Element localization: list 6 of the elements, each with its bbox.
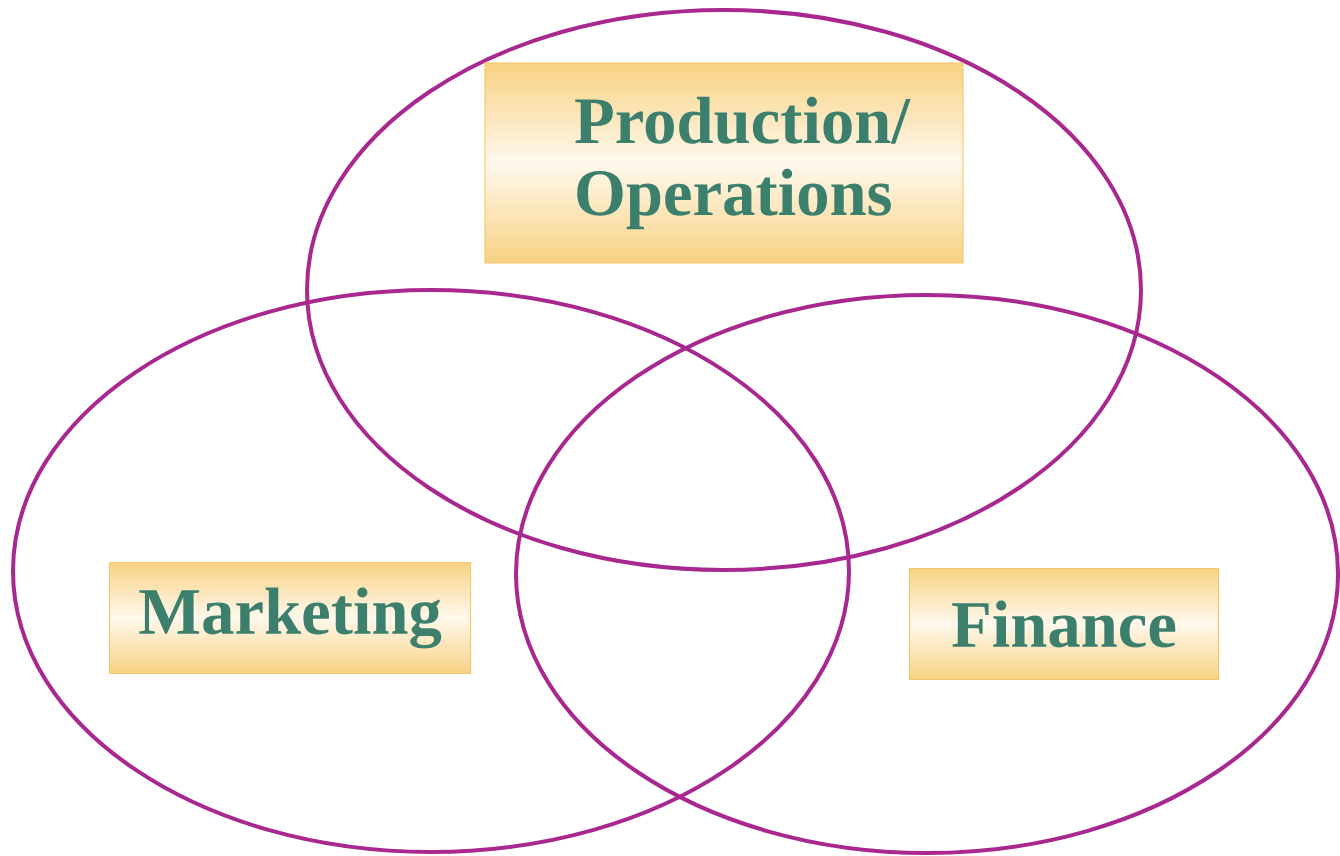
ellipse-outline xyxy=(514,293,1340,855)
label-box: Production/ Operations xyxy=(484,62,964,264)
ellipse-outline xyxy=(305,8,1143,572)
label-box: Marketing xyxy=(108,562,472,674)
label-box: Finance xyxy=(908,568,1220,680)
ellipse-outline xyxy=(11,288,851,854)
